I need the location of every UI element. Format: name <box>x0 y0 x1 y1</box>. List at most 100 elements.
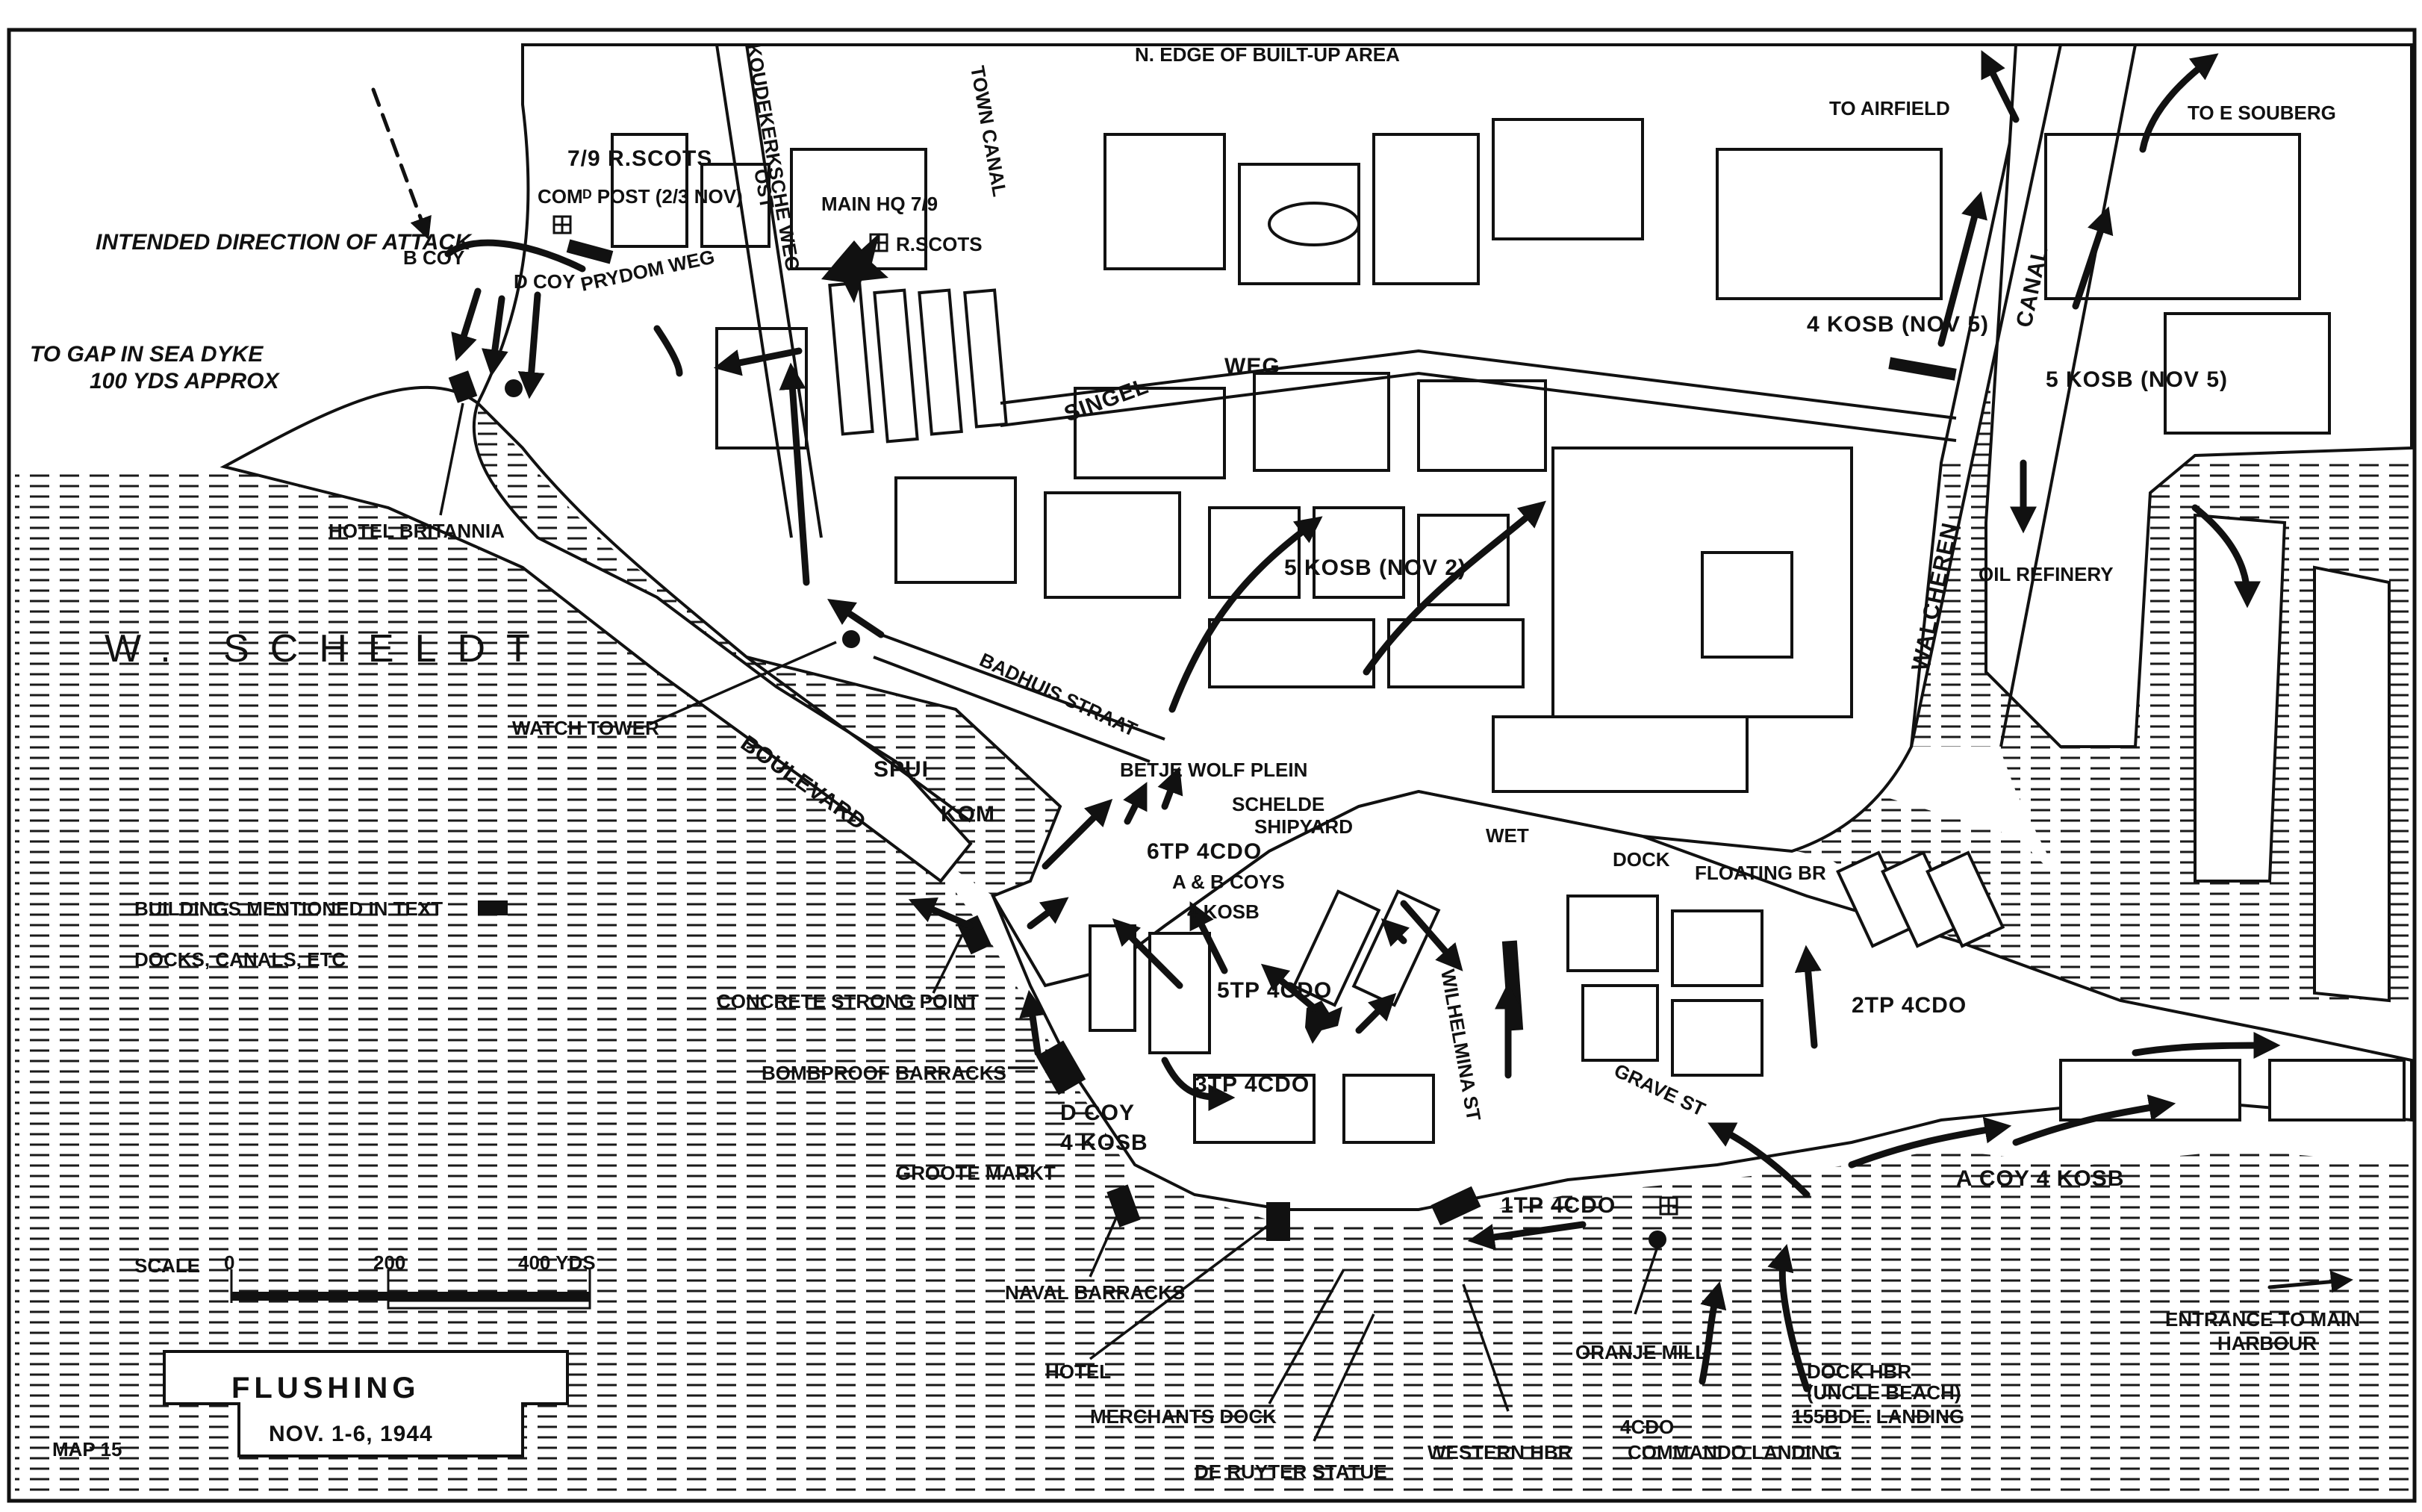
scale-label: SCALE <box>134 1254 200 1277</box>
merchants-dock-label: MERCHANTS DOCK <box>1090 1405 1277 1428</box>
arrow-5kosb-a <box>1168 516 1323 713</box>
arrow-3tp-a <box>1112 918 1183 989</box>
d-coy-1-label: D COY <box>1060 1101 1135 1125</box>
arrow-a-coy-b <box>2012 1094 2176 1146</box>
title-text: FLUSHING <box>231 1372 420 1404</box>
schelde-1-label: SCHELDE <box>1232 793 1324 815</box>
betje-wolf-label: BETJE WOLF PLEIN <box>1120 759 1307 781</box>
kosb4-nov5-label: 4 KOSB (NOV 5) <box>1807 312 1989 337</box>
tp5-label: 5TP 4CDO <box>1217 978 1332 1003</box>
weg-label: WEG <box>1224 354 1280 379</box>
arrow-3tp-arc <box>1161 1057 1236 1111</box>
arrow-b-coy <box>451 287 482 361</box>
east-harbour-pier <box>2194 513 2287 883</box>
to-airfield-label: TO AIRFIELD <box>1829 97 1950 119</box>
subtitle-text: NOV. 1-6, 1944 <box>269 1422 433 1446</box>
a-coy-label: A COY 4 KOSB <box>1956 1166 2124 1191</box>
arrow-3tp-d <box>1355 992 1397 1034</box>
spui-label: SPUI <box>874 757 929 782</box>
sea-front-strip <box>220 385 973 883</box>
de-ruyter-label: DE RUYTER STATUE <box>1195 1460 1387 1483</box>
map-number: MAP 15 <box>52 1438 122 1460</box>
hotel-britannia-label: HOTEL BRITANNIA <box>329 520 505 542</box>
harbour-basins-water <box>1269 1202 1911 1329</box>
walcheren-canal-bank-east <box>1999 44 2137 747</box>
tp6-2-label: A & B COYS <box>1172 871 1285 893</box>
arrow-a-coy-a <box>1848 1116 2012 1169</box>
arrow-e-souberg <box>2139 53 2219 153</box>
naval-barracks-label: NAVAL BARRACKS <box>1005 1281 1185 1304</box>
arrow-east-harbour <box>2191 504 2261 609</box>
boulevard-road <box>745 656 972 823</box>
hq-markers <box>552 215 1678 1216</box>
d-coy-2-label: 4 KOSB <box>1060 1130 1148 1155</box>
arrow-d-coy <box>1019 989 1046 1057</box>
western-hbr-label: WESTERN HBR <box>1428 1441 1572 1463</box>
arrow-1tp <box>1467 1221 1587 1251</box>
arrow-a-coy-c <box>2132 1032 2281 1060</box>
labels: FLUSHING NOV. 1-6, 1944 MAP 15 SCALE 0 2… <box>30 42 2360 1483</box>
cdo-landing-2-label: COMMANDO LANDING <box>1628 1441 1840 1463</box>
arrow-koudekerksche <box>779 362 810 586</box>
scale-bar <box>230 1269 591 1310</box>
arrow-5tp-b <box>1400 900 1463 971</box>
koudekerksche-weg-road <box>715 44 793 538</box>
arrow-watch-tower <box>827 599 885 638</box>
arrow-bway <box>1042 798 1113 870</box>
wet-label: WET <box>1486 824 1529 847</box>
tp6-1-label: 6TP 4CDO <box>1147 839 1262 864</box>
to-gap-2: 100 YDS APPROX <box>90 369 280 393</box>
arrow-intended-attack <box>371 87 432 240</box>
watch-tower-label: WATCH TOWER <box>512 717 659 739</box>
arrow-3tp-c <box>1260 963 1318 1012</box>
badhuis-straat-road-edge <box>873 656 1151 763</box>
groote-markt-label: GROOTE MARKT <box>896 1162 1056 1184</box>
arrow-2tp <box>1794 945 1822 1049</box>
to-e-souberg-label: TO E SOUBERG <box>2188 102 2336 124</box>
map-frame <box>7 28 2417 1503</box>
arrow-concrete <box>908 897 974 930</box>
schelde-2-label: SHIPYARD <box>1254 815 1353 838</box>
singel-weg-road <box>1000 349 1957 420</box>
r-scots-cp-2: COMᴰ POST (2/3 NOV) <box>538 185 743 208</box>
edge-built-up-label: N. EDGE OF BUILT-UP AREA <box>1135 43 1400 66</box>
leader-lines <box>439 402 1659 1442</box>
arrow-entrance <box>2267 1270 2353 1293</box>
arrow-r-scots <box>713 347 803 376</box>
arrow-grave-st <box>1707 1122 1811 1198</box>
r-scots-cp-1: 7/9 R.SCOTS <box>567 146 712 171</box>
kosb5-nov2-label: 5 KOSB (NOV 2) <box>1284 556 1466 580</box>
attack-arrows <box>371 50 2353 1393</box>
wet-dock-water <box>1404 777 2120 1001</box>
arrow-5tp <box>1380 918 1410 948</box>
dock-hbr-3-label: 155BDE. LANDING <box>1792 1405 1964 1428</box>
hotel-label: HOTEL <box>1045 1360 1111 1383</box>
d-coy-top-label: D COY <box>514 270 575 293</box>
arrow-3tp-b <box>1189 901 1228 974</box>
arrow-uncle-beach <box>1767 1244 1811 1393</box>
main-hq-2: R.SCOTS <box>896 233 983 255</box>
arrow-6tp <box>1157 766 1183 810</box>
arrow-4cdo <box>1699 1281 1727 1385</box>
tp1-label: 1TP 4CDO <box>1501 1193 1616 1218</box>
scale-tick-0: 0 <box>224 1251 234 1274</box>
scale-tick-400: 400 YDS <box>518 1251 596 1274</box>
entrance-1-label: ENTRANCE TO MAIN <box>2165 1308 2360 1331</box>
oil-refinery-label: OIL REFINERY <box>1979 563 2114 585</box>
badhuis-straat-road <box>880 633 1165 741</box>
w-scheldt-label: W. SCHELDT <box>105 627 551 671</box>
b-coy-label: B COY <box>403 246 464 269</box>
legend-docks-swatch <box>366 948 448 971</box>
koudekerksche-weg-road-edge <box>745 44 823 538</box>
intended-attack-label: INTENDED DIRECTION OF ATTACK <box>96 230 473 255</box>
bombproof-label: BOMBPROOF BARRACKS <box>762 1062 1006 1084</box>
arrow-d-coy-2 <box>517 291 545 399</box>
dock-hbr-2-label: (UNCLE BEACH) <box>1807 1381 1961 1404</box>
arrow-betje-nw <box>1027 897 1069 930</box>
legend-docks-label: DOCKS, CANALS, ETC <box>134 948 346 971</box>
arrow-5kosb-nov5 <box>2072 206 2114 310</box>
kosb5-nov5-label: 5 KOSB (NOV 5) <box>2046 367 2228 392</box>
legend-building-swatch <box>478 900 508 915</box>
